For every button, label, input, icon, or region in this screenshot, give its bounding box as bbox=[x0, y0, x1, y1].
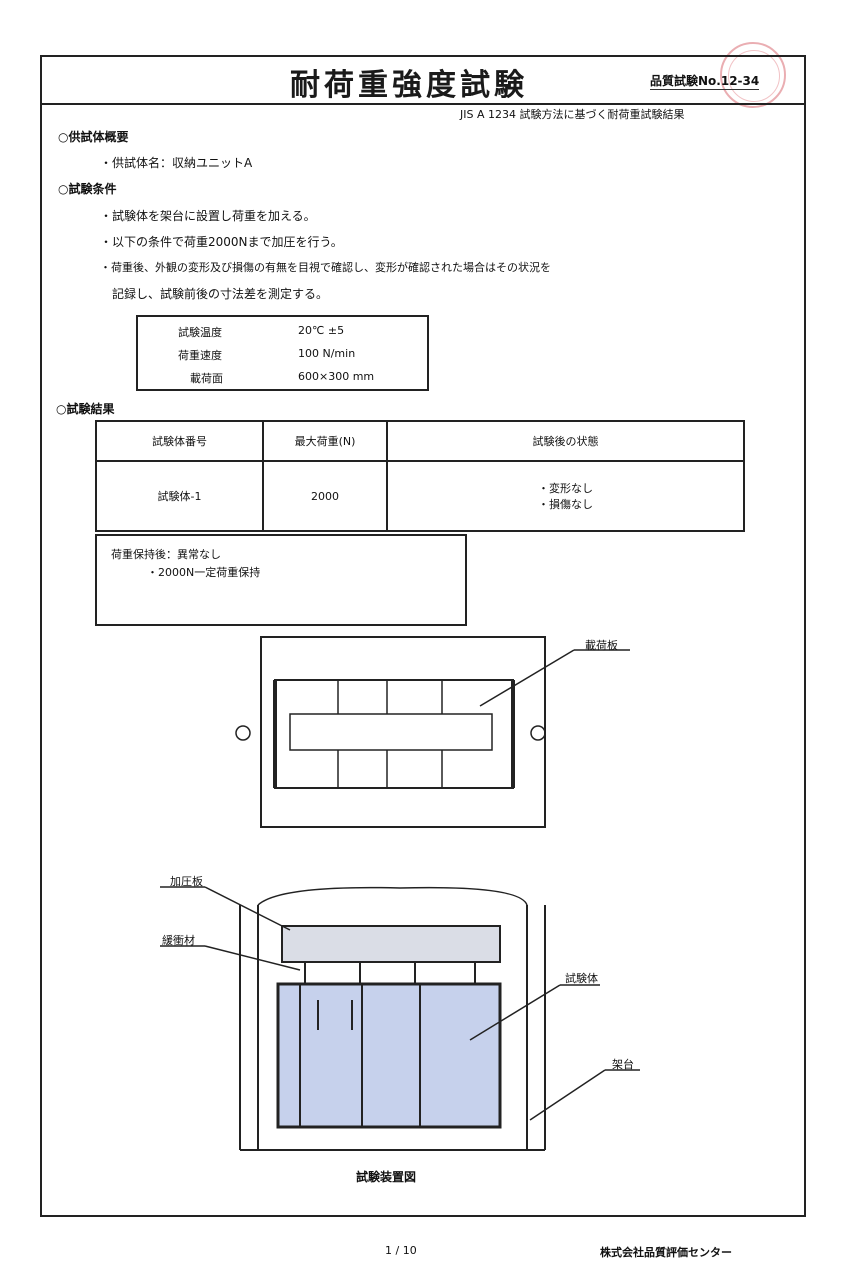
condition-value: 600×300 mm bbox=[298, 370, 375, 383]
method-item: ・試験体を架台に設置し荷重を加える。 bbox=[100, 209, 316, 223]
specimen-outline bbox=[276, 982, 502, 1129]
condition-label: 荷重速度 bbox=[178, 349, 222, 362]
table-header-row: 試験体番号 最大荷重(N) 試験後の状態 bbox=[95, 420, 745, 462]
organization-name: 株式会社品質評価センター bbox=[600, 1246, 732, 1259]
top-view-diagram bbox=[235, 636, 630, 828]
load-plate-top bbox=[289, 713, 493, 751]
top-view-outer bbox=[260, 636, 546, 828]
table-cell-id: 試験体-1 bbox=[95, 460, 264, 532]
table-header: 試験後の状態 bbox=[386, 420, 745, 462]
table-cell-load: 2000 bbox=[262, 460, 388, 532]
condition-label: 試験温度 bbox=[178, 326, 222, 339]
callout-leader bbox=[479, 649, 575, 707]
table-row: 試験体-1 2000 ・変形なし ・損傷なし bbox=[95, 460, 745, 532]
approval-seal bbox=[720, 42, 786, 108]
method-item: ・以下の条件で荷重2000Nまで加圧を行う。 bbox=[100, 235, 343, 249]
sample-item: ・供試体名：収納ユニットA bbox=[100, 156, 253, 170]
state-line: ・損傷なし bbox=[538, 498, 593, 511]
top-view-inner bbox=[274, 679, 514, 789]
specimen-fill bbox=[278, 984, 500, 1127]
method-heading: ○試験条件 bbox=[58, 182, 117, 196]
results-heading: ○試験結果 bbox=[56, 402, 115, 416]
table-header: 最大荷重(N) bbox=[262, 420, 388, 462]
callout-label: 架台 bbox=[612, 1058, 634, 1071]
table-header: 試験体番号 bbox=[95, 420, 264, 462]
side-view-diagram bbox=[160, 886, 640, 1151]
state-line: ・変形なし bbox=[538, 482, 593, 495]
page-frame bbox=[40, 55, 806, 1217]
condition-row: 荷重速度 100 N/min bbox=[138, 344, 427, 366]
condition-label: 載荷面 bbox=[190, 372, 223, 385]
callout-label: 試験体 bbox=[565, 972, 598, 985]
condition-value: 100 N/min bbox=[298, 347, 356, 360]
callout-top-label: 載荷板 bbox=[585, 639, 618, 652]
figure-caption: 試験装置図 bbox=[356, 1170, 417, 1184]
document-subtitle: JIS A 1234 試験方法に基づく耐荷重試験結果 bbox=[460, 108, 685, 121]
note-box: 荷重保持後：異常なし ・2000N一定荷重保持 bbox=[95, 534, 467, 626]
title-divider bbox=[40, 103, 806, 105]
table-cell-state: ・変形なし ・損傷なし bbox=[386, 460, 745, 532]
callout-label: 加圧板 bbox=[170, 875, 203, 888]
loading-plate bbox=[281, 925, 501, 963]
callout-label: 緩衝材 bbox=[162, 934, 195, 947]
sample-heading: ○供試体概要 bbox=[58, 130, 129, 144]
note-line: ・2000N一定荷重保持 bbox=[147, 566, 261, 579]
results-table: 試験体番号 最大荷重(N) 試験後の状態 試験体-1 2000 ・変形なし ・損… bbox=[95, 420, 745, 532]
document-number: 品質試験No.12-34 bbox=[650, 74, 760, 90]
conditions-box: 試験温度 20℃ ±5 荷重速度 100 N/min 載荷面 600×300 m… bbox=[136, 315, 429, 391]
note-heading: 荷重保持後：異常なし bbox=[111, 548, 221, 561]
page-number: 1 / 10 bbox=[385, 1244, 417, 1257]
page-title: 耐荷重強度試験 bbox=[290, 68, 528, 103]
condition-row: 載荷面 600×300 mm bbox=[138, 367, 427, 389]
condition-row: 試験温度 20℃ ±5 bbox=[138, 321, 427, 343]
method-item: ・荷重後、外観の変形及び損傷の有無を目視で確認し、変形が確認された場合はその状況… bbox=[100, 261, 551, 274]
condition-value: 20℃ ±5 bbox=[298, 324, 345, 337]
method-item: 記録し、試験前後の寸法差を測定する。 bbox=[100, 287, 329, 301]
